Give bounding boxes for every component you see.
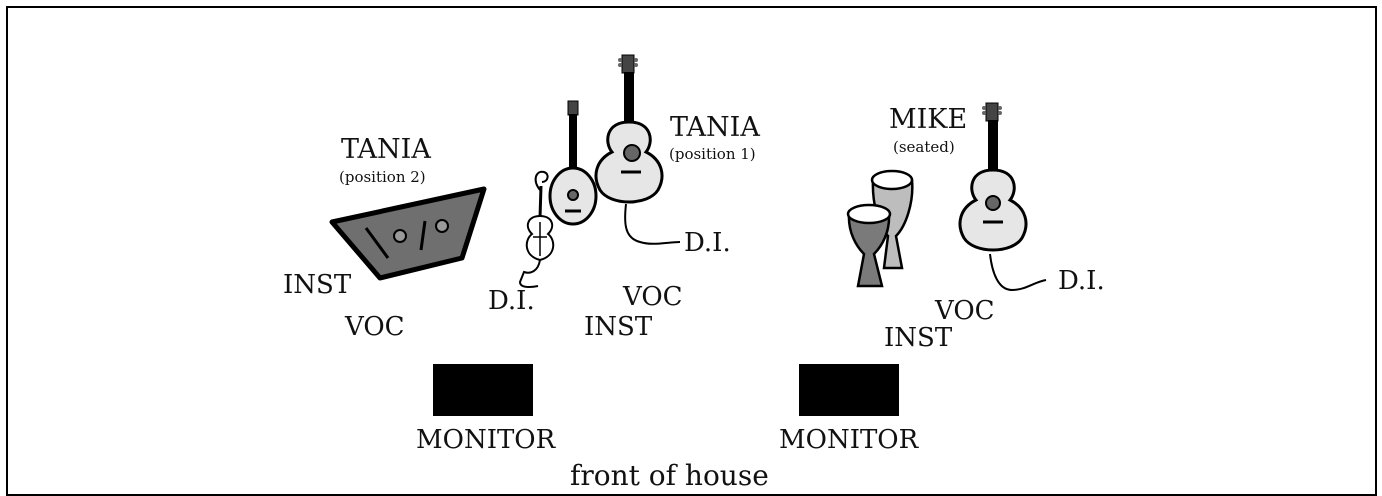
input-label-inst: INST xyxy=(884,323,953,353)
violin-icon xyxy=(518,170,555,288)
performer-name-tania-pos2: TANIA xyxy=(341,134,431,165)
input-label-voc: VOC xyxy=(623,282,683,312)
djembe-icon xyxy=(846,169,914,288)
performer-note-tania-pos1: (position 1) xyxy=(669,145,756,163)
input-label-voc: VOC xyxy=(345,312,405,342)
monitor-label-right: MONITOR xyxy=(779,425,919,455)
acoustic-guitar-icon xyxy=(594,54,681,245)
input-label-di: D.I. xyxy=(488,286,535,316)
input-label-inst: INST xyxy=(283,270,352,300)
acoustic-guitar-icon xyxy=(958,102,1047,292)
input-label-voc: VOC xyxy=(935,296,995,326)
input-label-di: D.I. xyxy=(1058,266,1105,296)
zither-icon xyxy=(329,186,487,281)
performer-note-mike: (seated) xyxy=(893,138,955,156)
performer-note-tania-pos2: (position 2) xyxy=(339,168,426,186)
input-label-di: D.I. xyxy=(684,228,731,258)
mandolin-icon xyxy=(548,100,598,226)
performer-name-mike: MIKE xyxy=(889,104,968,135)
front-of-house-label: front of house xyxy=(570,459,769,492)
performer-name-tania-pos1: TANIA xyxy=(670,112,760,143)
monitor-wedge-right xyxy=(799,364,899,416)
input-label-inst: INST xyxy=(584,312,653,342)
monitor-wedge-left xyxy=(433,364,533,416)
monitor-label-left: MONITOR xyxy=(416,425,556,455)
